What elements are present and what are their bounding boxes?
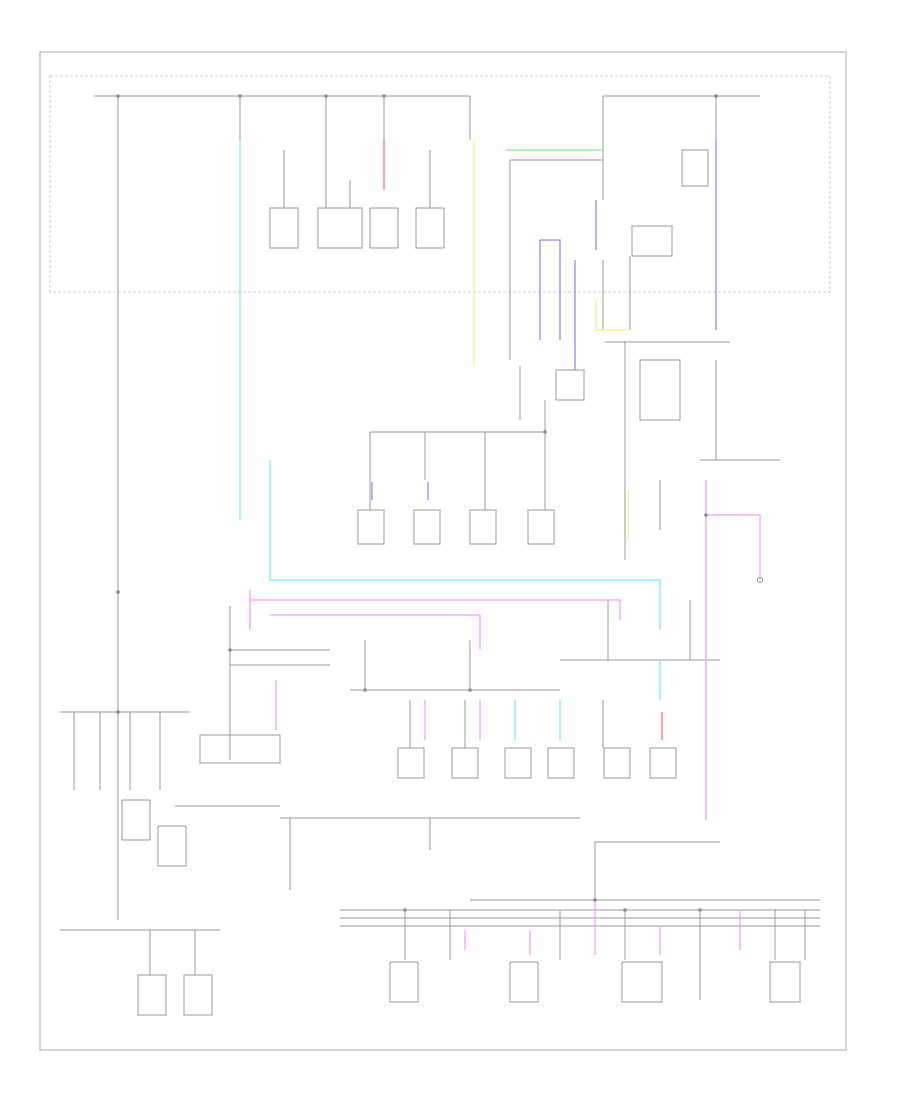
splice-points — [116, 94, 763, 912]
grey-wires — [60, 95, 820, 1016]
diagram-border — [39, 51, 847, 1051]
fuse-box-region — [49, 75, 831, 293]
colored-wires — [239, 140, 761, 955]
